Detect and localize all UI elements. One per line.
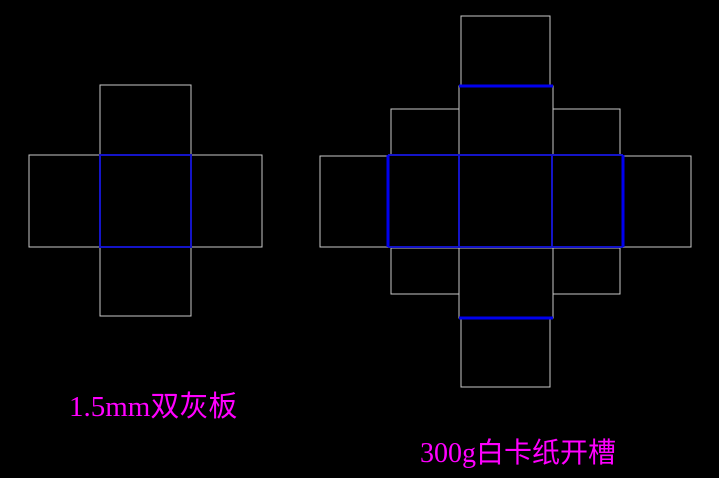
white-card-dieline-bottom-slot-flap-left <box>390 247 460 295</box>
white-card-dieline-bottom-slot-flap-right <box>552 247 621 295</box>
white-card-dieline-bottom-panel <box>458 247 554 319</box>
white-card-dieline-top-slot-flap-right <box>552 108 621 156</box>
white-card-dieline-far-right-flap <box>622 155 692 248</box>
gray-board-label: 1.5mm双灰板 <box>69 391 238 423</box>
gray-board-dieline <box>28 84 263 317</box>
white-card-dieline-top-slot-flap-left <box>390 108 460 156</box>
gray-board-dieline-top-flap <box>99 84 192 156</box>
gray-board-dieline-center-panel <box>99 154 192 248</box>
gray-board-dieline-left-flap <box>28 154 101 248</box>
white-card-dieline <box>319 15 692 388</box>
gray-board-dieline-right-flap <box>190 154 263 248</box>
white-card-label: 300g白卡纸开槽 <box>420 438 617 469</box>
gray-board-dieline-bottom-flap <box>99 246 192 317</box>
white-card-dieline-top-dust-flap <box>460 15 551 87</box>
white-card-dieline-far-left-flap <box>319 155 389 248</box>
white-card-dieline-top-panel <box>458 85 554 156</box>
white-card-dieline-bottom-dust-flap <box>460 318 551 388</box>
